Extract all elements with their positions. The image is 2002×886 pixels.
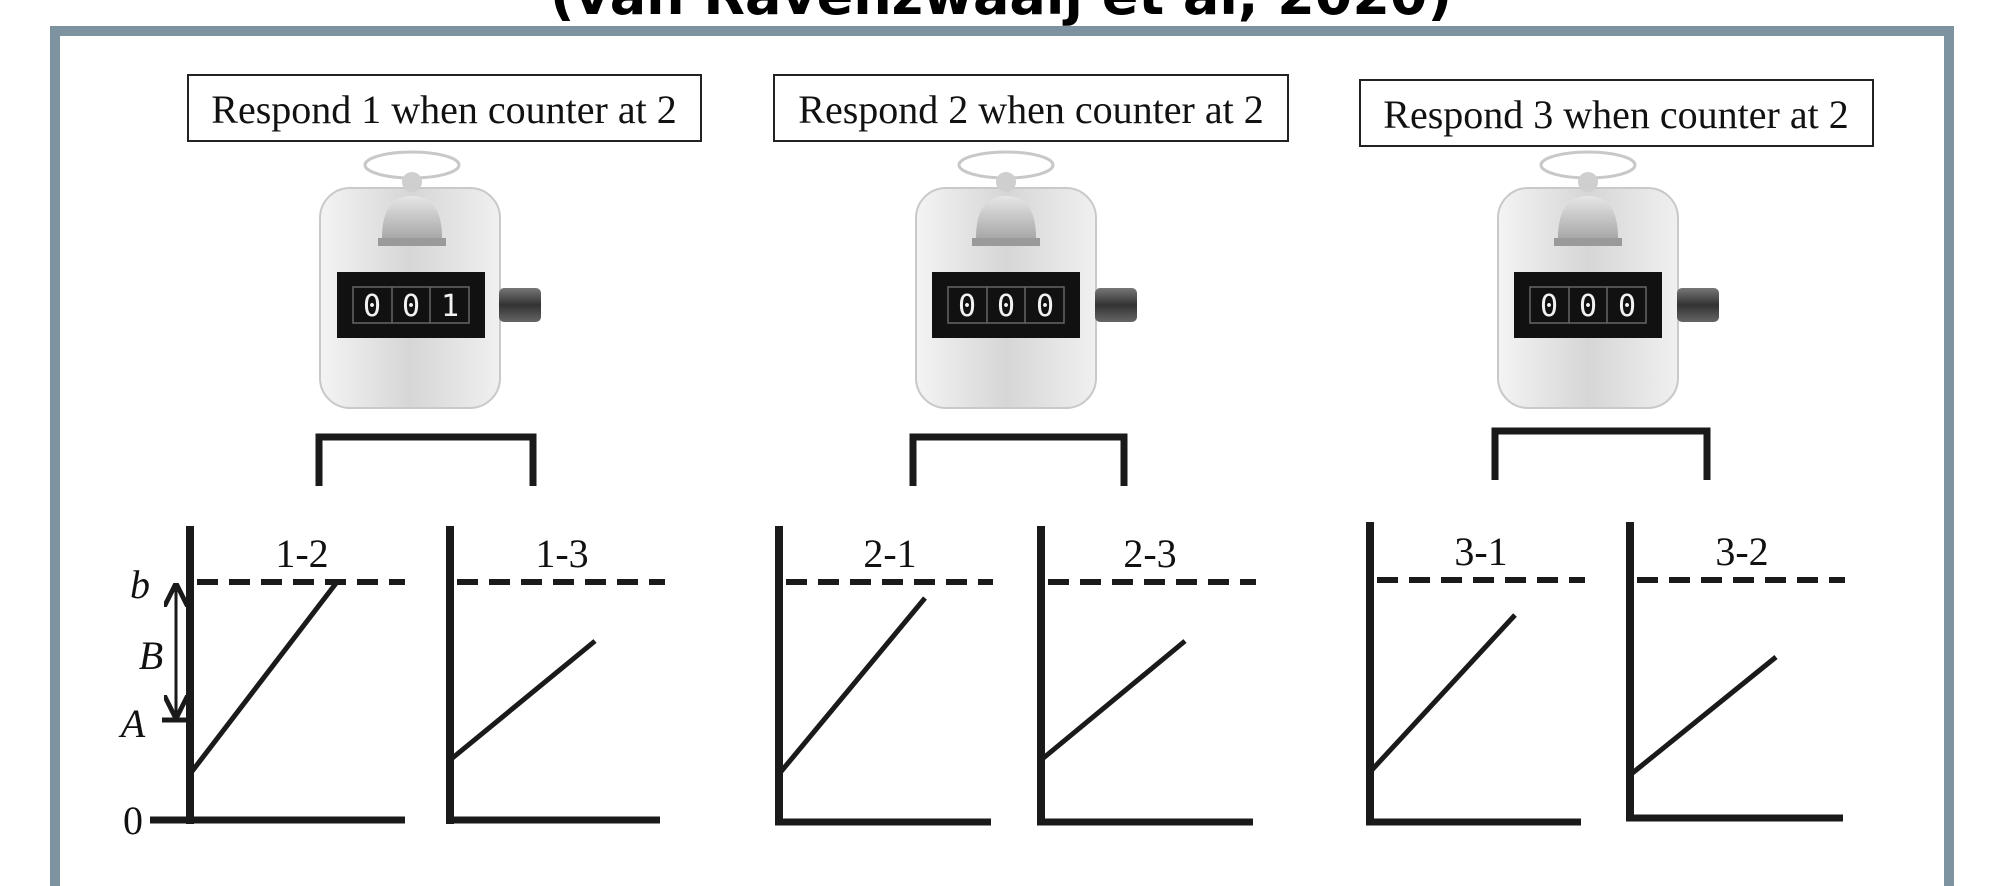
rule-box-1 xyxy=(187,74,702,142)
rule-text-2: Respond 2 when counter at 2 xyxy=(798,87,1263,132)
bracket-connector xyxy=(1491,427,1711,480)
tally-counter-icon xyxy=(319,150,541,409)
panel-label-2-1: 2-1 xyxy=(863,531,916,576)
counter-group-2: Respond 2 when counter at 2 0 0 0 2-1 xyxy=(773,74,1289,826)
counter-digit-2: 0 xyxy=(402,289,420,324)
accumulation-line xyxy=(777,596,927,776)
accumulation-line xyxy=(1039,639,1187,762)
rule-text-1: Respond 1 when counter at 2 xyxy=(211,87,676,132)
panel-label-3-1: 3-1 xyxy=(1454,529,1507,574)
panel-label-1-2: 1-2 xyxy=(275,531,328,576)
counter-digit-2: 0 xyxy=(1579,289,1597,324)
rule-box-2 xyxy=(773,74,1289,142)
counter-digit-3: 0 xyxy=(1036,289,1054,324)
counter-group-3: Respond 3 when counter at 2 0 0 0 3-1 xyxy=(1359,79,1874,826)
accumulator-panel-2-1 xyxy=(775,526,993,826)
range-label: B xyxy=(139,633,163,678)
bracket-connector xyxy=(315,433,537,486)
counter-digit-1: 0 xyxy=(1540,289,1558,324)
zero-label: 0 xyxy=(123,798,143,843)
counter-digit-3: 0 xyxy=(1618,289,1636,324)
page-title: (van Ravenzwaaij et al, 2020) xyxy=(0,0,2002,27)
counter-digit-1: 0 xyxy=(958,289,976,324)
accumulator-panel-1-2 xyxy=(150,526,405,824)
tally-counter-icon xyxy=(915,150,1137,409)
diagram-canvas: Respond 1 when counter at 2 0 0 1 1-2 xyxy=(118,74,1874,843)
panel-label-3-2: 3-2 xyxy=(1715,529,1768,574)
start-label: A xyxy=(118,701,146,746)
accumulation-line xyxy=(1628,655,1778,777)
counter-digit-1: 0 xyxy=(363,289,381,324)
accumulation-line xyxy=(448,639,597,762)
accumulator-panel-3-2 xyxy=(1626,522,1845,822)
panel-label-1-3: 1-3 xyxy=(535,531,588,576)
panel-label-2-3: 2-3 xyxy=(1123,531,1176,576)
threshold-label: b xyxy=(130,562,150,607)
counter-group-1: Respond 1 when counter at 2 0 0 1 1-2 xyxy=(118,74,702,843)
counter-digit-2: 0 xyxy=(997,289,1015,324)
tally-counter-icon xyxy=(1497,150,1719,409)
accumulator-panel-1-3 xyxy=(446,526,665,824)
rule-text-3: Respond 3 when counter at 2 xyxy=(1383,92,1848,137)
bracket-connector xyxy=(909,433,1128,486)
accumulator-panel-3-1 xyxy=(1366,522,1585,826)
rule-box-3 xyxy=(1359,79,1874,147)
accumulation-line xyxy=(1368,613,1517,774)
accumulation-line xyxy=(188,580,339,776)
accumulator-panel-2-3 xyxy=(1037,526,1256,826)
counter-digit-3: 1 xyxy=(441,289,459,324)
